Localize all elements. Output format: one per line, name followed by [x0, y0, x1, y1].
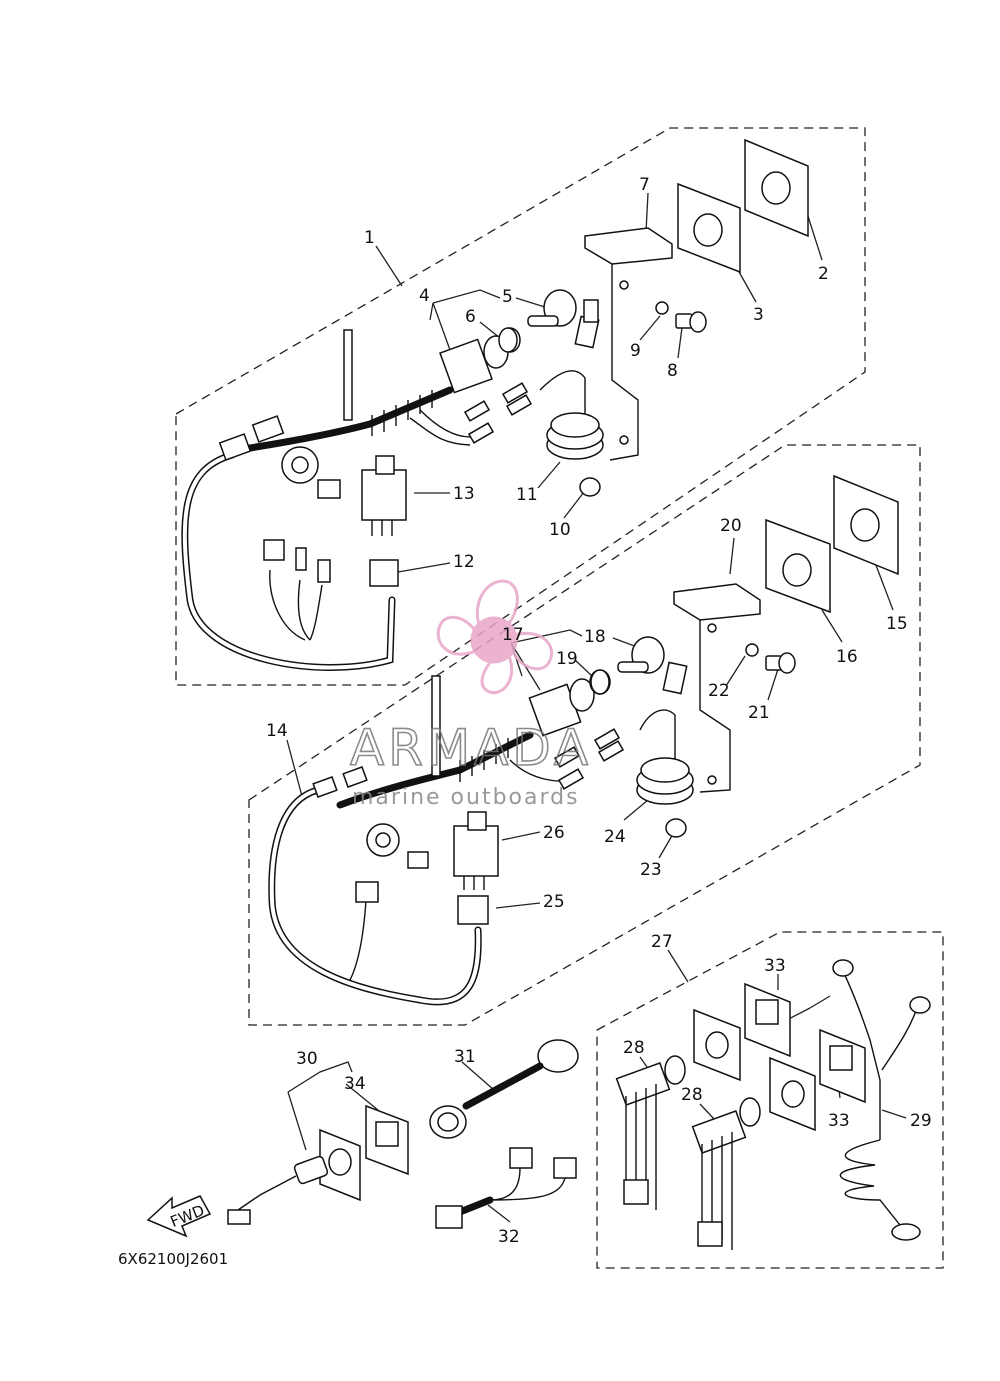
callout-11: 11 [516, 485, 538, 505]
callout-24: 24 [604, 827, 626, 847]
callout-3: 3 [753, 305, 764, 325]
group-outline-27 [596, 931, 944, 1269]
fwd-label: FWD [168, 1201, 207, 1231]
callout-13: 13 [453, 484, 475, 504]
callout-14: 14 [266, 721, 288, 741]
callout-2: 2 [818, 264, 829, 284]
assembly-27 [615, 959, 931, 1250]
callout-31: 31 [454, 1047, 476, 1067]
fwd-arrow: FWD [146, 1195, 212, 1238]
assembly-1 [181, 138, 809, 671]
group-outline-14 [248, 444, 921, 1026]
callout-4: 4 [419, 286, 430, 306]
callout-25: 25 [543, 892, 565, 912]
callout-32: 32 [498, 1227, 520, 1247]
callout-7: 7 [639, 175, 650, 195]
callout-6: 6 [465, 307, 476, 327]
callout-34: 34 [344, 1074, 366, 1094]
watermark-tagline: marine outboards [352, 785, 580, 810]
small-parts [227, 1039, 579, 1229]
callout-15: 15 [886, 614, 908, 634]
callout-8: 8 [667, 361, 678, 381]
callout-33a: 33 [764, 956, 786, 976]
assembly-14 [268, 474, 899, 1006]
callout-17: 17 [502, 625, 524, 645]
watermark-brand: ARMADA [350, 719, 592, 777]
callout-20: 20 [720, 516, 742, 536]
callout-1: 1 [364, 228, 375, 248]
callout-10: 10 [549, 520, 571, 540]
callout-33b: 33 [828, 1111, 850, 1131]
watermark: ARMADA marine outboards [349, 579, 592, 810]
callout-27: 27 [651, 932, 673, 952]
callout-30: 30 [296, 1049, 318, 1069]
callout-21: 21 [748, 703, 770, 723]
callout-9: 9 [630, 341, 641, 361]
callout-5: 5 [502, 287, 513, 307]
callout-22: 22 [708, 681, 730, 701]
callout-18: 18 [584, 627, 606, 647]
callout-12: 12 [453, 552, 475, 572]
callout-29: 29 [910, 1111, 932, 1131]
callout-19: 19 [556, 649, 578, 669]
watermark-logo-icon [436, 579, 554, 694]
callout-labels: 1 2 3 4 5 6 7 8 9 10 11 12 13 14 15 16 1… [266, 175, 932, 1247]
callout-28b: 28 [681, 1085, 703, 1105]
callout-28a: 28 [623, 1038, 645, 1058]
group-outline-1 [175, 127, 866, 686]
callout-26: 26 [543, 823, 565, 843]
diagram-code: 6X62100J2601 [118, 1250, 228, 1268]
callout-23: 23 [640, 860, 662, 880]
callout-16: 16 [836, 647, 858, 667]
